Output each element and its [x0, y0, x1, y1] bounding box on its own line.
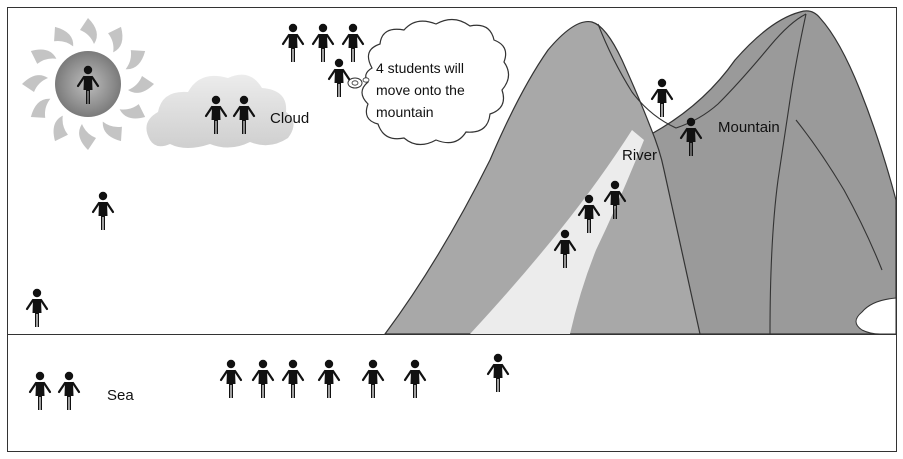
student-figure-sea — [361, 358, 385, 400]
student-figure-sky — [311, 22, 335, 64]
bubble-line-3: mountain — [376, 104, 434, 120]
student-figure-sky — [327, 57, 351, 99]
mountain-label: Mountain — [718, 119, 780, 136]
student-figure-sea — [403, 358, 427, 400]
student-figure-air — [91, 190, 115, 232]
bubble-line-2: move onto the — [376, 82, 465, 98]
student-figure-sky — [341, 22, 365, 64]
student-figure-mountain — [650, 77, 674, 119]
cloud-label: Cloud — [270, 110, 309, 127]
student-figure-sky — [281, 22, 305, 64]
student-figure-sea — [28, 370, 52, 412]
student-figure-sea — [219, 358, 243, 400]
mountain-shape — [383, 10, 897, 335]
student-figure-air — [25, 287, 49, 329]
student-figure-sea — [486, 352, 510, 394]
student-figure-sea — [251, 358, 275, 400]
bubble-line-1: 4 students will — [376, 60, 464, 76]
river-label: River — [622, 147, 657, 164]
sea-label: Sea — [107, 387, 134, 404]
student-figure-sea — [317, 358, 341, 400]
student-figure-sea — [281, 358, 305, 400]
student-figure-sea — [57, 370, 81, 412]
speech-bubble — [347, 18, 510, 146]
